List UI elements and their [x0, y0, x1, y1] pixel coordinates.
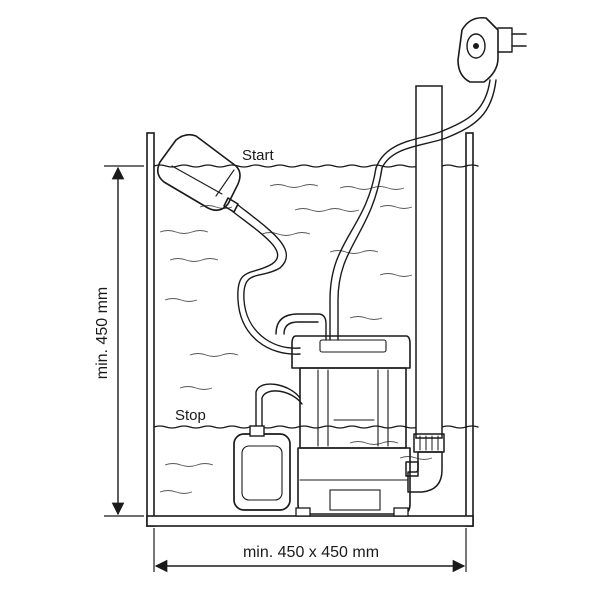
stop-float-cable	[255, 383, 303, 429]
float-cable	[231, 204, 301, 355]
start-level-label: Start	[242, 147, 275, 164]
mains-plug	[457, 16, 527, 83]
power-cable	[375, 79, 497, 169]
stop-float-switch	[233, 425, 291, 511]
start-float-switch	[156, 133, 241, 213]
stop-level-label: Stop	[175, 407, 206, 424]
water-ripples	[159, 184, 433, 494]
pump-cable	[329, 167, 383, 341]
discharge-pipe	[407, 85, 445, 493]
width-dimension	[153, 528, 467, 573]
height-dimension-label: min. 450 mm	[94, 287, 111, 379]
height-dimension	[104, 165, 144, 517]
submersible-pump	[275, 313, 419, 517]
width-dimension-label: min. 450 x 450 mm	[243, 544, 379, 561]
